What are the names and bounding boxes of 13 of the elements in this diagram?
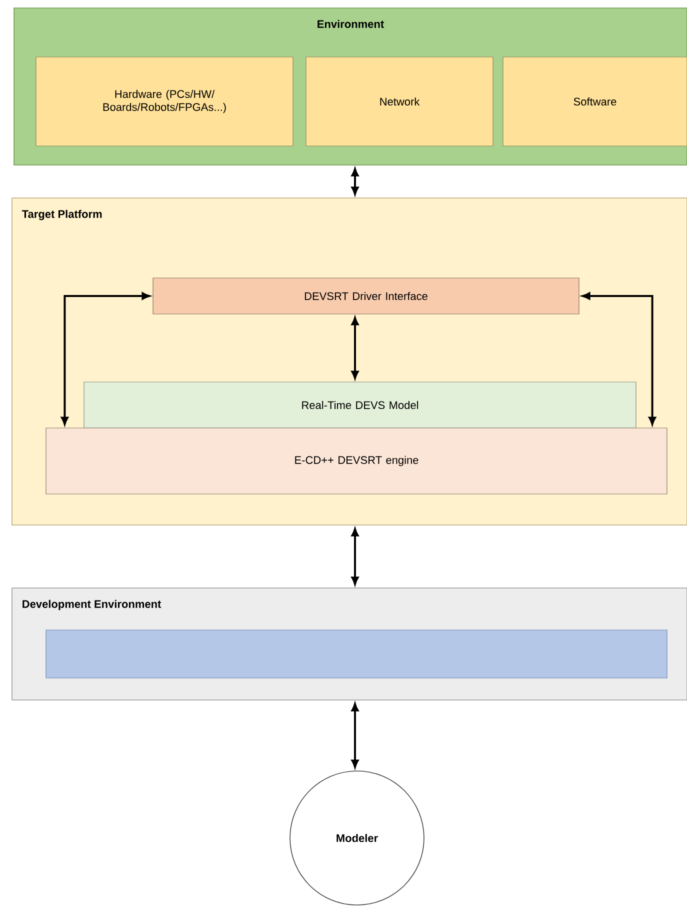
component-box: DEVSRT Driver Interface: [152, 278, 580, 314]
component-box: Real-Time DEVS Model: [84, 382, 636, 428]
arrow: [351, 317, 359, 379]
component-box: Hardware (PCs/HW/ Boards/Robots/FPGAs...): [36, 56, 294, 146]
component-box: Network: [306, 56, 494, 146]
component-box: E-CD++ DEVSRT engine: [46, 428, 668, 494]
component-box: [46, 630, 668, 678]
arrow: [351, 168, 359, 195]
arrow: [61, 292, 150, 425]
component-box: Software: [502, 56, 687, 146]
arrow: [351, 703, 359, 768]
arrow: [582, 292, 656, 425]
arrow: [351, 528, 359, 585]
